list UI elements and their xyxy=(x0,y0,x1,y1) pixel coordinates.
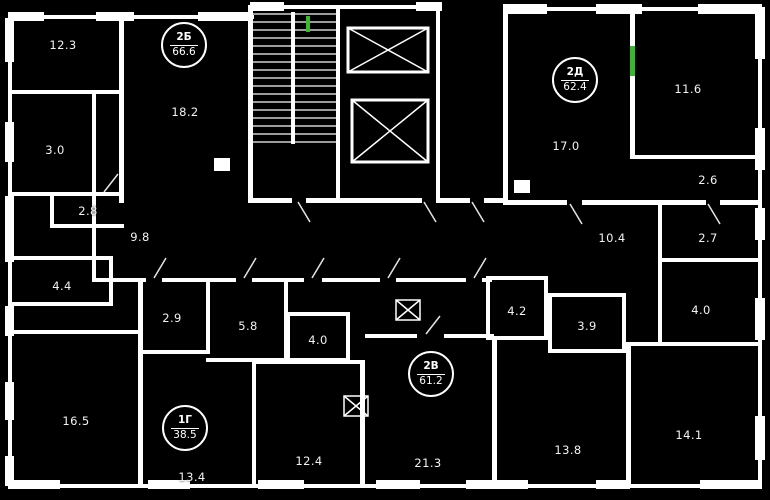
elevator-shaft xyxy=(346,26,430,164)
room-area-label: 4.0 xyxy=(691,303,711,317)
entrance-marker xyxy=(306,16,635,76)
apartment-area: 38.5 xyxy=(173,428,197,441)
apartment-area: 62.4 xyxy=(563,80,587,93)
room-area-label: 11.6 xyxy=(674,82,702,96)
room-area-label: 14.1 xyxy=(675,428,703,442)
apartment-type: 2В xyxy=(416,360,446,375)
room-area-label: 16.5 xyxy=(62,414,90,428)
apartment-type: 1Г xyxy=(170,414,200,429)
interior-walls xyxy=(8,5,762,488)
apartment-type: 2Б xyxy=(169,31,199,46)
apartment-badge[interactable]: 2Д 62.4 xyxy=(552,57,598,103)
panel-marker xyxy=(214,158,530,193)
room-area-label: 13.8 xyxy=(554,443,582,457)
door-marks xyxy=(103,173,721,335)
room-area-label: 4.4 xyxy=(52,279,72,293)
room-area-label: 2.6 xyxy=(698,173,718,187)
room-area-label: 10.4 xyxy=(598,231,626,245)
room-area-label: 4.0 xyxy=(308,333,328,347)
room-area-label: 21.3 xyxy=(414,456,442,470)
apartment-badge[interactable]: 1Г 38.5 xyxy=(162,405,208,451)
room-area-label: 3.9 xyxy=(577,319,597,333)
apartment-area: 66.6 xyxy=(172,45,196,58)
room-area-label: 13.4 xyxy=(178,470,206,484)
room-area-label: 9.8 xyxy=(130,230,150,244)
room-area-label: 2.8 xyxy=(78,204,98,218)
room-area-label: 12.4 xyxy=(295,454,323,468)
vent-shaft xyxy=(343,299,421,417)
room-area-label: 5.8 xyxy=(238,319,258,333)
apartment-badge[interactable]: 2Б 66.6 xyxy=(161,22,207,68)
stairs xyxy=(253,12,336,144)
apartment-type: 2Д xyxy=(560,66,590,81)
room-area-label: 18.2 xyxy=(171,105,199,119)
room-area-label: 2.9 xyxy=(162,311,182,325)
room-area-label: 17.0 xyxy=(552,139,580,153)
room-area-label: 4.2 xyxy=(507,304,527,318)
apartment-badge[interactable]: 2В 61.2 xyxy=(408,351,454,397)
room-area-label: 12.3 xyxy=(49,38,77,52)
apartment-area: 61.2 xyxy=(419,374,443,387)
room-area-label: 2.7 xyxy=(698,231,718,245)
room-area-label: 3.0 xyxy=(45,143,65,157)
